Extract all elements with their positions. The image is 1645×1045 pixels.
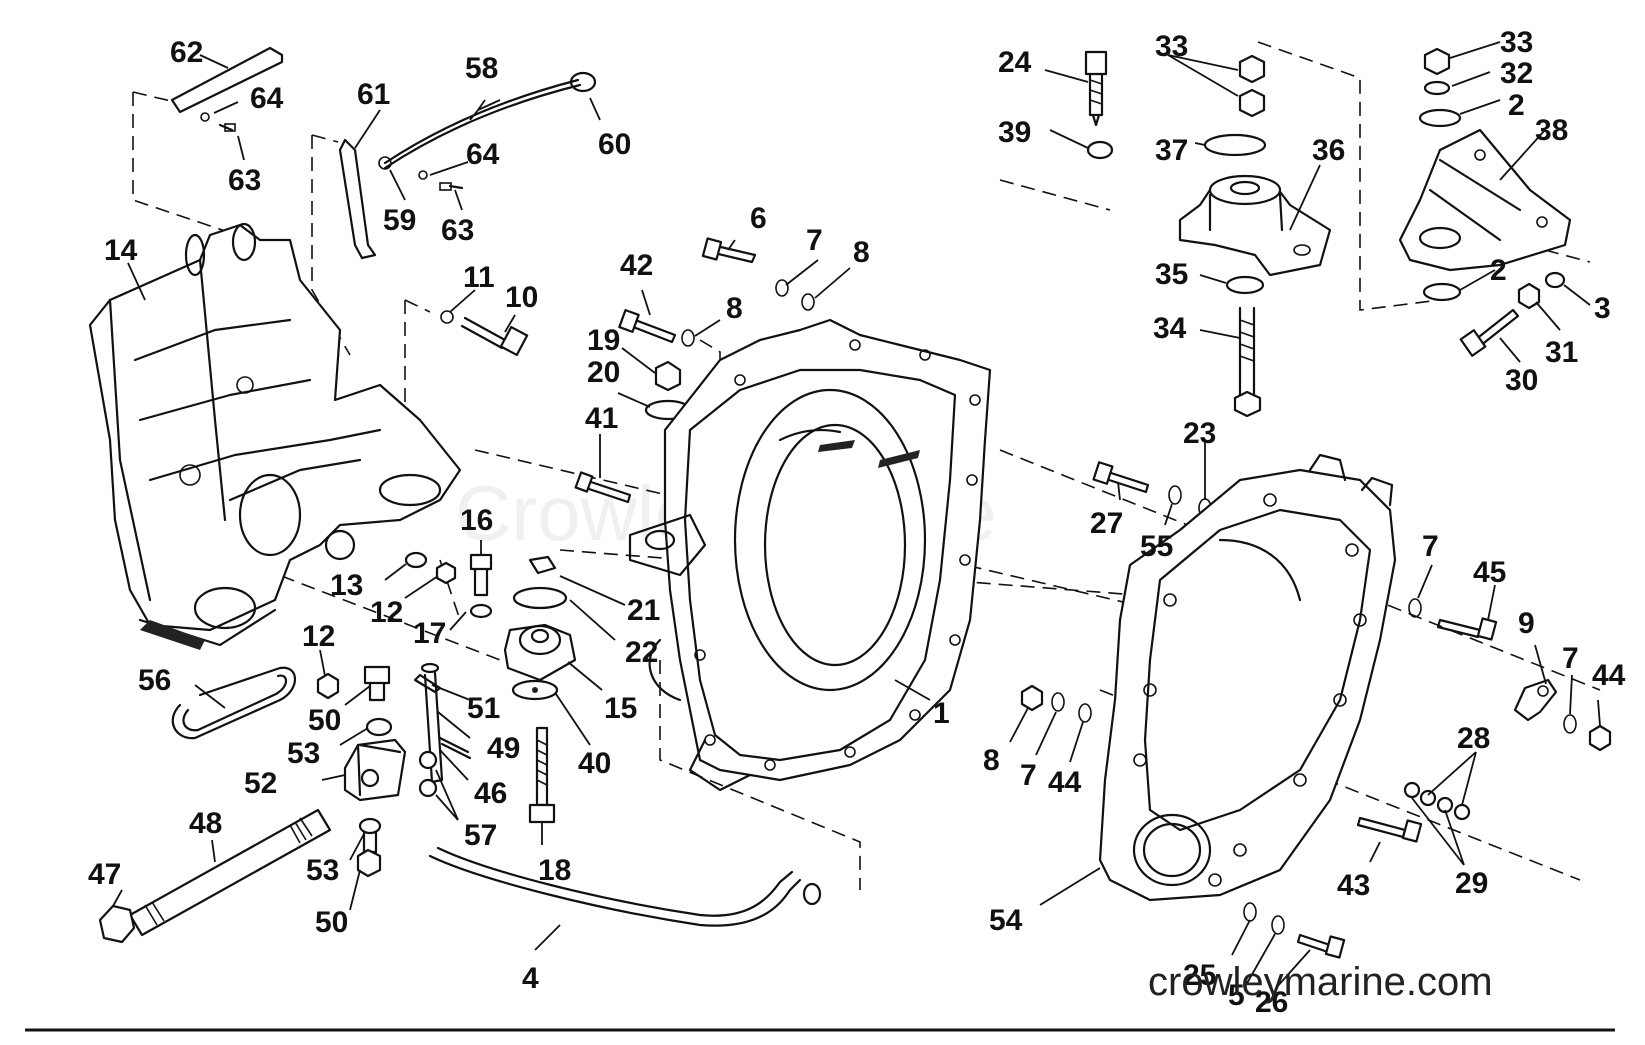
label-63: 63	[441, 214, 474, 247]
label-50: 50	[308, 704, 341, 737]
label-7: 7	[1422, 530, 1439, 563]
label-46: 46	[474, 777, 507, 810]
label-21: 21	[627, 594, 660, 627]
mount-15-assembly	[503, 555, 577, 701]
part-10-bolt	[440, 310, 529, 357]
label-62: 62	[170, 36, 203, 69]
small-hardware-upper-left	[170, 46, 597, 260]
fittings-lower-left	[171, 662, 472, 802]
part-48-tube	[98, 808, 382, 944]
label-8: 8	[726, 292, 743, 325]
label-57: 57	[464, 819, 497, 852]
label-41: 41	[585, 402, 618, 435]
label-26: 26	[1255, 986, 1288, 1019]
label-6: 6	[750, 202, 767, 235]
label-52: 52	[244, 767, 277, 800]
hardware-center-left	[404, 551, 493, 619]
part-labels: 62 64 63 61 58 60 59 64 63 14 11 10 6 7 …	[88, 26, 1626, 1019]
label-12: 12	[302, 620, 335, 653]
mount-36-assembly	[1084, 50, 1332, 418]
label-45: 45	[1473, 556, 1506, 589]
label-20: 20	[587, 356, 620, 389]
label-7: 7	[1020, 759, 1037, 792]
label-28: 28	[1457, 722, 1490, 755]
label-12: 12	[370, 596, 403, 629]
label-23: 23	[1183, 417, 1216, 450]
label-44: 44	[1048, 766, 1082, 799]
label-64: 64	[250, 82, 284, 115]
label-7: 7	[806, 224, 823, 257]
label-64: 64	[466, 138, 500, 171]
label-33: 33	[1155, 30, 1188, 63]
label-53: 53	[287, 737, 320, 770]
label-59: 59	[383, 204, 416, 237]
part-14-housing	[88, 222, 462, 650]
label-1: 1	[933, 697, 950, 730]
label-40: 40	[578, 747, 611, 780]
label-27: 27	[1090, 507, 1123, 540]
label-10: 10	[505, 281, 538, 314]
label-8: 8	[983, 744, 1000, 777]
part-4-tube	[428, 846, 822, 927]
part-54-cover	[1098, 453, 1397, 902]
label-16: 16	[460, 504, 493, 537]
label-47: 47	[88, 858, 121, 891]
label-30: 30	[1505, 364, 1538, 397]
part-1-bell-housing	[628, 318, 992, 792]
label-24: 24	[998, 46, 1032, 79]
leader-lines	[112, 41, 1601, 989]
label-19: 19	[587, 324, 620, 357]
label-2: 2	[1508, 89, 1525, 122]
label-51: 51	[467, 692, 500, 725]
label-38: 38	[1535, 114, 1568, 147]
label-5: 5	[1228, 979, 1245, 1012]
label-7: 7	[1562, 642, 1579, 675]
label-43: 43	[1337, 869, 1370, 902]
bolts-center-top	[574, 237, 815, 504]
label-37: 37	[1155, 134, 1188, 167]
label-48: 48	[189, 807, 222, 840]
label-22: 22	[625, 636, 658, 669]
label-53: 53	[306, 854, 339, 887]
label-2: 2	[1490, 254, 1507, 287]
mount-38-assembly	[1398, 47, 1572, 357]
label-32: 32	[1500, 57, 1533, 90]
label-33: 33	[1500, 26, 1533, 59]
label-13: 13	[330, 569, 363, 602]
label-34: 34	[1153, 312, 1187, 345]
label-15: 15	[604, 692, 637, 725]
label-3: 3	[1594, 292, 1611, 325]
label-54: 54	[989, 904, 1023, 937]
part-18-stud	[528, 726, 556, 824]
label-35: 35	[1155, 258, 1188, 291]
label-36: 36	[1312, 134, 1345, 167]
label-17: 17	[413, 617, 446, 650]
label-63: 63	[228, 164, 261, 197]
label-9: 9	[1518, 607, 1535, 640]
label-14: 14	[104, 234, 138, 267]
label-18: 18	[538, 854, 571, 887]
label-61: 61	[357, 78, 390, 111]
label-60: 60	[598, 128, 631, 161]
label-49: 49	[487, 732, 520, 765]
label-8: 8	[853, 236, 870, 269]
label-11: 11	[463, 261, 495, 294]
label-31: 31	[1545, 336, 1578, 369]
label-29: 29	[1455, 867, 1488, 900]
label-50: 50	[315, 906, 348, 939]
label-56: 56	[138, 664, 171, 697]
label-42: 42	[620, 249, 653, 282]
label-44: 44	[1592, 659, 1626, 692]
label-4: 4	[522, 962, 539, 995]
label-55: 55	[1140, 530, 1173, 563]
label-58: 58	[465, 52, 498, 85]
label-39: 39	[998, 116, 1031, 149]
label-25: 25	[1183, 959, 1216, 992]
site-url-text: crowleymarine.com	[1148, 960, 1493, 1004]
